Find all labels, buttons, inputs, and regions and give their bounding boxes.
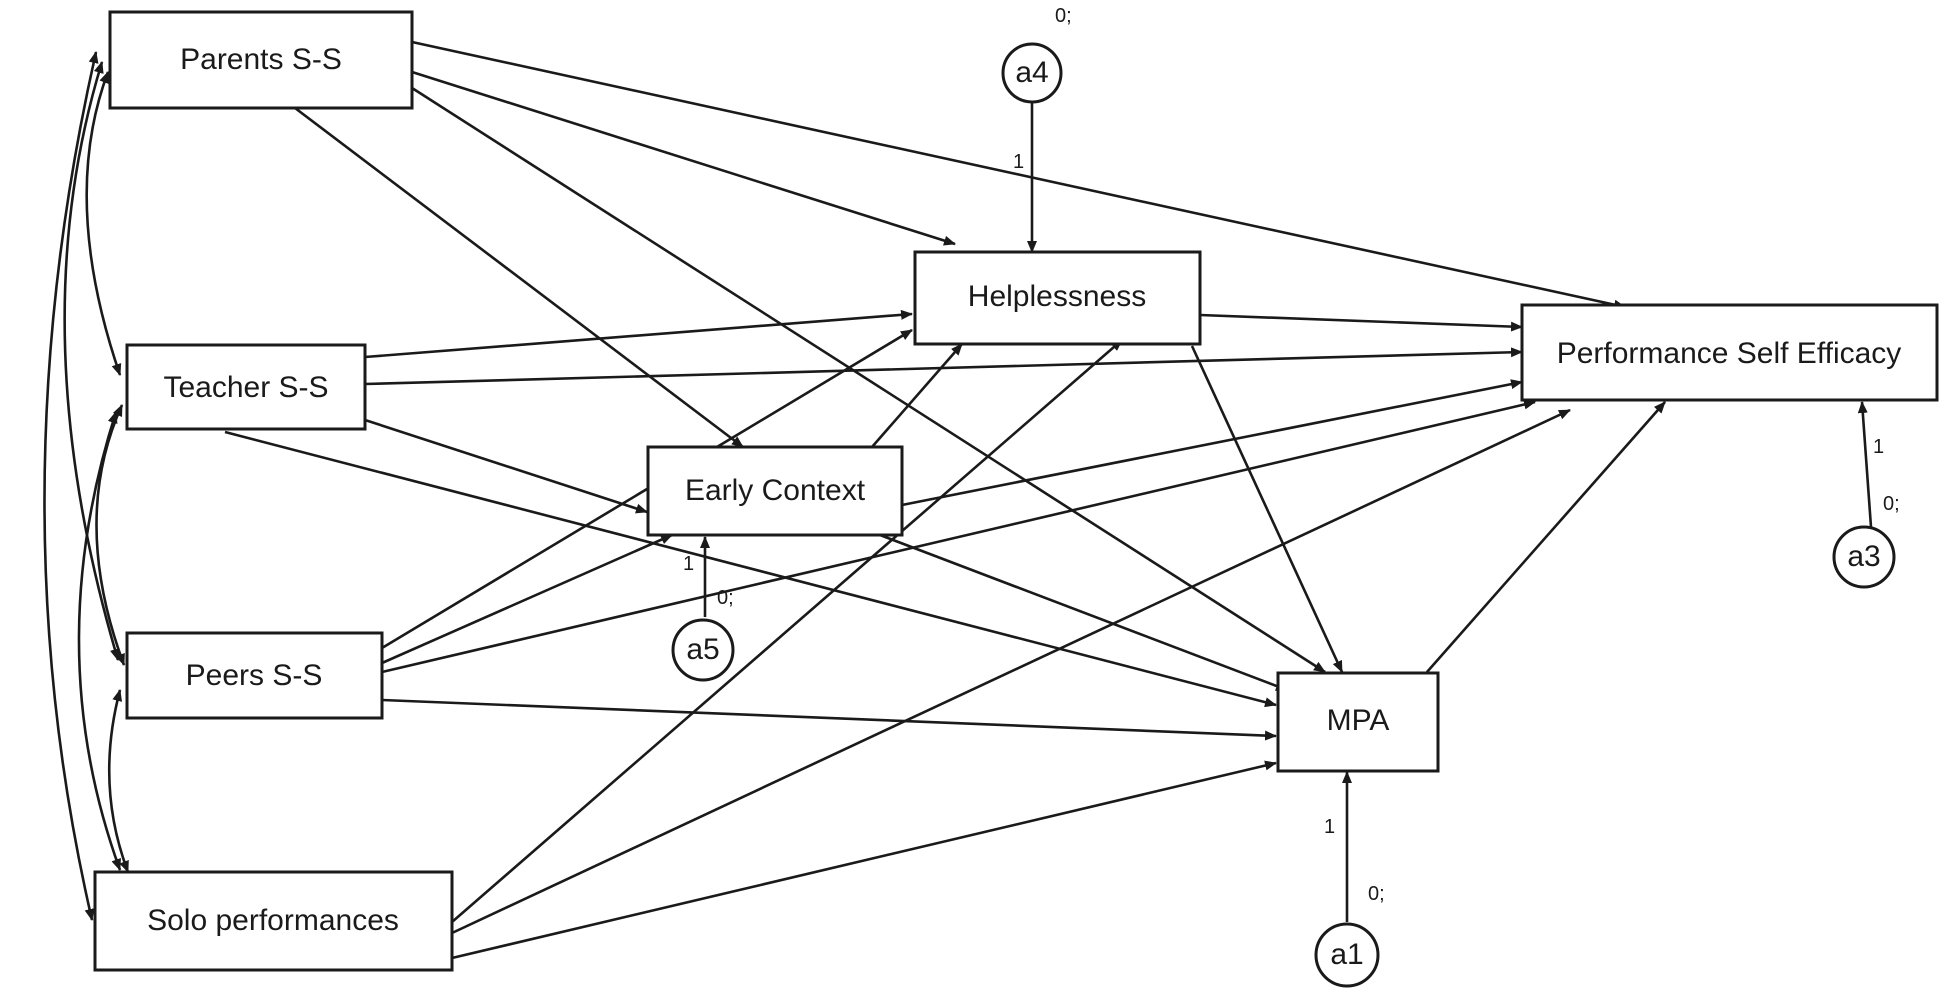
path-parents-mpa — [411, 86, 1326, 674]
path-mpa-pse — [1426, 401, 1666, 673]
error-a1: a1 — [1314, 922, 1380, 988]
path-peers-mpa — [381, 698, 1277, 741]
node-mpa: MPA — [1276, 671, 1440, 773]
error-a4: a4 — [1001, 42, 1063, 104]
node-teacher: Teacher S-S — [125, 343, 367, 431]
error-a1-label: a1 — [1330, 938, 1363, 971]
path-early-help — [871, 343, 963, 448]
node-help: Helplessness — [913, 250, 1202, 346]
path-peers-pse — [381, 399, 1536, 674]
a1-mean-label: 0; — [1368, 883, 1385, 905]
node-help-label: Helplessness — [968, 280, 1146, 313]
node-solo: Solo performances — [93, 870, 454, 972]
error-a3-label: a3 — [1847, 540, 1880, 573]
node-early: Early Context — [646, 445, 904, 537]
error-a5-label: a5 — [686, 633, 719, 666]
node-peers: Peers S-S — [125, 631, 384, 720]
node-teacher-label: Teacher S-S — [163, 371, 328, 404]
path-teacher-pse — [364, 347, 1523, 386]
error-a5: a5 — [671, 618, 735, 682]
cov-teacher-solo — [77, 411, 122, 871]
path-teacher-early — [364, 418, 648, 514]
path-early-mpa — [879, 533, 1288, 692]
a3-weight-label: 1 — [1873, 436, 1884, 458]
node-mpa-label: MPA — [1327, 704, 1390, 737]
path-help-mpa — [1190, 345, 1344, 673]
node-peers-label: Peers S-S — [186, 659, 323, 692]
node-pse: Performance Self Efficacy — [1520, 303, 1939, 402]
node-early-label: Early Context — [685, 474, 866, 507]
path-a3-pse — [1857, 401, 1873, 528]
path-parents-pse — [411, 40, 1626, 310]
a4-mean-label: 0; — [1055, 5, 1072, 27]
path-parents-early — [294, 106, 744, 449]
cov-teacher-peers — [95, 404, 126, 666]
a4-weight-label: 1 — [1013, 151, 1024, 173]
a1-weight-label: 1 — [1324, 816, 1335, 838]
path-early-pse — [901, 379, 1523, 507]
a5-weight-label: 1 — [683, 553, 694, 575]
cov-parents-peers — [63, 61, 120, 661]
path-teacher-mpa — [224, 430, 1277, 708]
node-solo-label: Solo performances — [147, 904, 399, 937]
path-solo-mpa — [451, 760, 1277, 960]
a3-mean-label: 0; — [1883, 493, 1900, 515]
path-parents-help — [411, 70, 956, 246]
error-a3: a3 — [1832, 525, 1896, 589]
edge-labels: 0; 1 1 0; 1 0; 1 0; — [683, 5, 1900, 905]
error-a4-label: a4 — [1015, 56, 1048, 89]
node-pse-label: Performance Self Efficacy — [1557, 337, 1902, 370]
cov-parents-teacher — [85, 71, 122, 376]
node-parents-label: Parents S-S — [180, 43, 342, 76]
covariances — [43, 51, 130, 921]
a5-mean-label: 0; — [717, 587, 734, 609]
path-peers-early — [381, 533, 673, 665]
path-solo-pse — [451, 408, 1571, 935]
cov-parents-solo — [43, 51, 99, 921]
path-help-pse — [1199, 313, 1523, 332]
paths — [224, 40, 1873, 960]
path-teacher-help — [364, 309, 913, 359]
cov-peers-solo — [107, 689, 130, 873]
path-solo-help — [451, 339, 1123, 923]
node-parents: Parents S-S — [108, 10, 414, 110]
